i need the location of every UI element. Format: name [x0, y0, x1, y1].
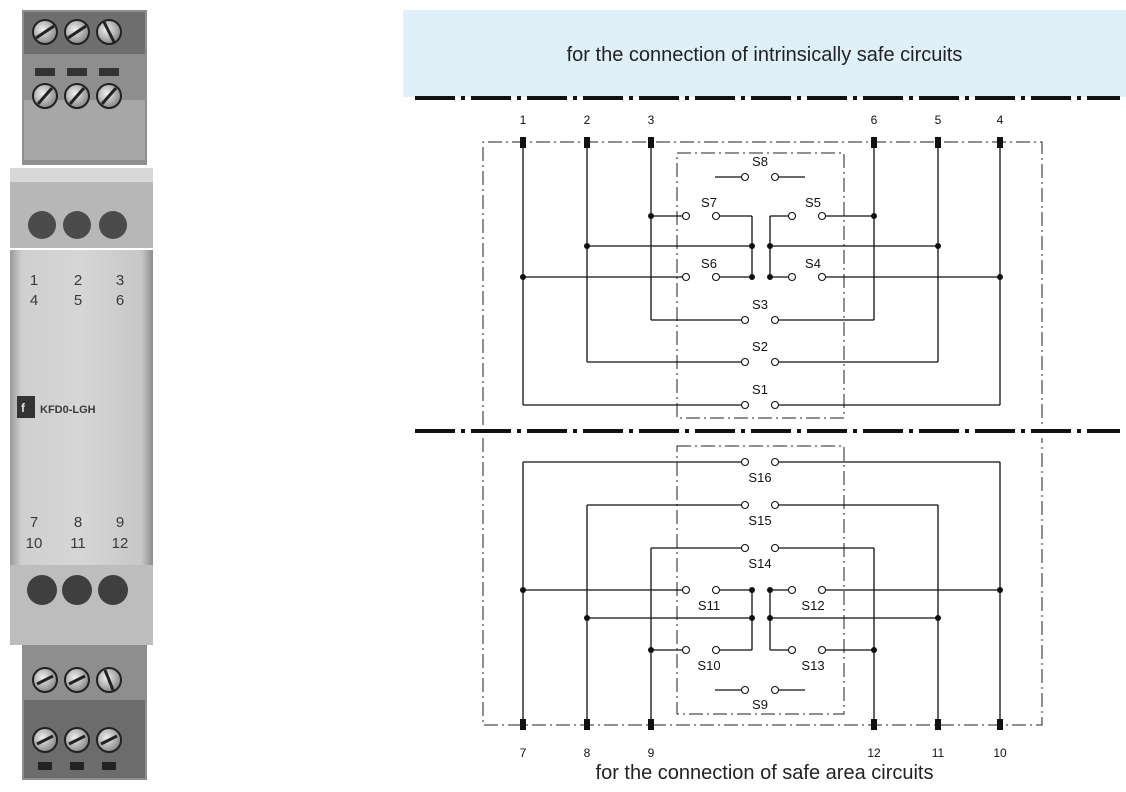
switch-label-s1: S1 [752, 382, 768, 397]
svg-text:3: 3 [116, 272, 124, 289]
svg-text:f: f [21, 401, 26, 415]
bottom-terminal-block [22, 645, 147, 780]
terminal-label-2: 2 [584, 113, 591, 127]
switch-label-s2: S2 [752, 339, 768, 354]
terminal-label-5: 5 [935, 113, 942, 127]
terminal-markers [520, 137, 1003, 730]
switch-label-s8: S8 [752, 154, 768, 169]
switch-label-s16: S16 [748, 470, 771, 485]
svg-text:4: 4 [30, 292, 38, 309]
switch-label-s3: S3 [752, 297, 768, 312]
terminal-label-7: 7 [520, 746, 527, 760]
terminal-label-11: 11 [932, 746, 945, 760]
svg-text:7: 7 [30, 514, 38, 531]
terminal-label-6: 6 [871, 113, 878, 127]
upper-wiring [522, 142, 1001, 406]
brand-logo: f [17, 396, 35, 418]
switch-label-s5: S5 [805, 195, 821, 210]
svg-text:1: 1 [30, 272, 38, 289]
bottom-terminal-numbers: 7 8 9 10 11 12 [26, 514, 129, 552]
svg-text:5: 5 [74, 292, 82, 309]
top-cover [10, 168, 153, 248]
intrinsically-safe-banner: for the connection of intrinsically safe… [403, 10, 1126, 97]
switch-label-s9: S9 [752, 697, 768, 712]
switch-label-s7: S7 [701, 195, 717, 210]
upper-junctions [520, 213, 1003, 280]
terminal-label-4: 4 [997, 113, 1004, 127]
switch-contacts [681, 172, 827, 695]
switch-label-s12: S12 [801, 598, 824, 613]
switch-label-s15: S15 [748, 513, 771, 528]
terminal-label-1: 1 [520, 113, 527, 127]
switch-label-s14: S14 [748, 556, 771, 571]
svg-text:10: 10 [26, 535, 43, 552]
device-model-label: KFD0-LGH [40, 404, 96, 416]
svg-text:11: 11 [70, 535, 86, 552]
inner-boxes [676, 152, 845, 715]
switch-label-s4: S4 [805, 256, 821, 271]
svg-text:8: 8 [74, 514, 82, 531]
switch-label-s10: S10 [697, 658, 720, 673]
lower-wiring [522, 461, 1001, 725]
switch-label-s11: S11 [698, 598, 720, 613]
top-terminal-numbers: 1 2 3 4 5 6 [30, 272, 124, 309]
terminal-label-9: 9 [648, 746, 655, 760]
lower-junctions [520, 587, 1003, 653]
top-screws [32, 19, 122, 109]
device-image: 1 2 3 4 5 6 f KFD0-LGH 7 8 9 10 11 12 [10, 10, 153, 780]
svg-text:6: 6 [116, 292, 124, 309]
svg-text:2: 2 [74, 272, 82, 289]
terminal-label-8: 8 [584, 746, 591, 760]
terminal-label-12: 12 [867, 746, 881, 760]
bottom-cover [10, 565, 153, 645]
svg-text:12: 12 [112, 535, 129, 552]
terminal-label-10: 10 [993, 746, 1007, 760]
outer-boundary [482, 141, 1043, 726]
svg-text:9: 9 [116, 514, 124, 531]
banner-text: for the connection of intrinsically safe… [566, 44, 963, 66]
terminal-label-3: 3 [648, 113, 655, 127]
safe-area-caption: for the connection of safe area circuits [595, 762, 934, 784]
switch-label-s13: S13 [801, 658, 824, 673]
switch-label-s6: S6 [701, 256, 717, 271]
